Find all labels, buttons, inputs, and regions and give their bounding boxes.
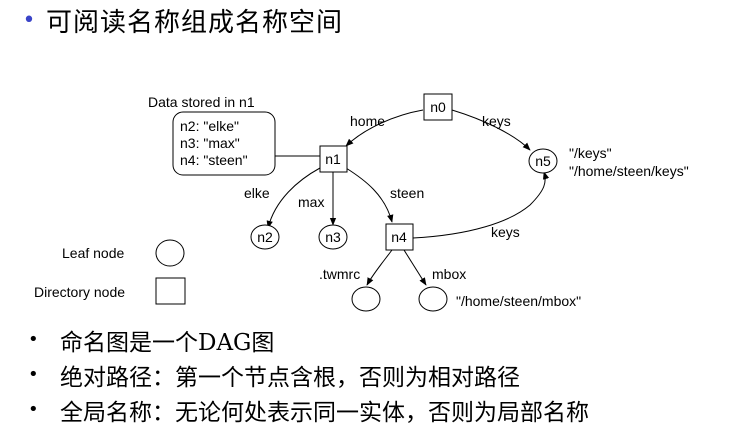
mbox-path: "/home/steen/mbox" (456, 293, 581, 309)
directory-node-n1 (319, 145, 348, 173)
edge-label-mbox: mbox (432, 266, 466, 282)
edge-keys-bottom (412, 171, 550, 239)
directory-node-n0 (423, 93, 453, 121)
data-line-n4: n4: "steen" (180, 152, 248, 168)
data-line-n2: n2: "elke" (180, 118, 239, 134)
legend-leaf-symbol (155, 239, 185, 267)
legend-leaf-label: Leaf node (62, 245, 124, 261)
leaf-node-n5 (528, 148, 558, 174)
data-box-title: Data stored in n1 (148, 94, 255, 110)
edge-label-steen: steen (390, 185, 424, 201)
edge-label-max: max (298, 194, 324, 210)
bullet-text-global-name: 全局名称：无论何处表示同一实体，否则为局部名称 (60, 399, 589, 426)
n5-path-keys: "/keys" (569, 145, 612, 161)
node-label-n5: n5 (535, 153, 551, 169)
bullet-text-dag: 命名图是一个DAG图 (60, 329, 275, 356)
edge-steen (345, 167, 394, 223)
leaf-node-twmrc (351, 286, 381, 312)
bullet-dot: • (28, 329, 39, 350)
leaf-node-n3 (318, 224, 348, 250)
edge-elke (266, 167, 321, 229)
bullet-dot: • (28, 399, 39, 420)
edge-home (345, 109, 424, 147)
title-text: 可阅读名称组成名称空间 (46, 7, 344, 38)
edge-label-elke: elke (244, 185, 270, 201)
data-line-n3: n3: "max" (180, 135, 240, 151)
slide-title: • 可阅读名称组成名称空间 (12, 0, 343, 40)
node-label-n1: n1 (325, 151, 341, 167)
node-label-n2: n2 (257, 229, 273, 245)
data-box (172, 111, 276, 176)
edge-label-keys-bottom: keys (491, 224, 520, 240)
bullet-item: • 绝对路径：第一个节点含根，否则为相对路径 (28, 357, 589, 392)
legend-directory-label: Directory node (34, 284, 125, 300)
bullet-list: • 命名图是一个DAG图 • 绝对路径：第一个节点含根，否则为相对路径 • 全局… (28, 322, 589, 427)
directory-node-n4 (385, 223, 414, 251)
leaf-node-mbox (418, 286, 448, 312)
legend-directory-symbol (155, 277, 186, 305)
edge-label-home: home (350, 113, 385, 129)
edge-label-keys-top: keys (482, 113, 511, 129)
edge-mbox (403, 249, 427, 286)
node-label-n3: n3 (325, 229, 341, 245)
edge-label-twmrc: .twmrc (319, 266, 360, 282)
n5-path-home-steen-keys: "/home/steen/keys" (569, 163, 689, 179)
bullet-item: • 命名图是一个DAG图 (28, 322, 589, 357)
node-label-n0: n0 (430, 99, 446, 115)
edge-keys-top (451, 109, 531, 151)
node-label-n4: n4 (391, 229, 407, 245)
leaf-node-n2 (250, 224, 280, 250)
title-bullet: • (22, 7, 36, 33)
bullet-text-absolute-path: 绝对路径：第一个节点含根，否则为相对路径 (60, 364, 520, 391)
bullet-item: • 全局名称：无论何处表示同一实体，否则为局部名称 (28, 392, 589, 427)
bullet-dot: • (28, 364, 39, 385)
edge-twmrc (366, 249, 393, 286)
